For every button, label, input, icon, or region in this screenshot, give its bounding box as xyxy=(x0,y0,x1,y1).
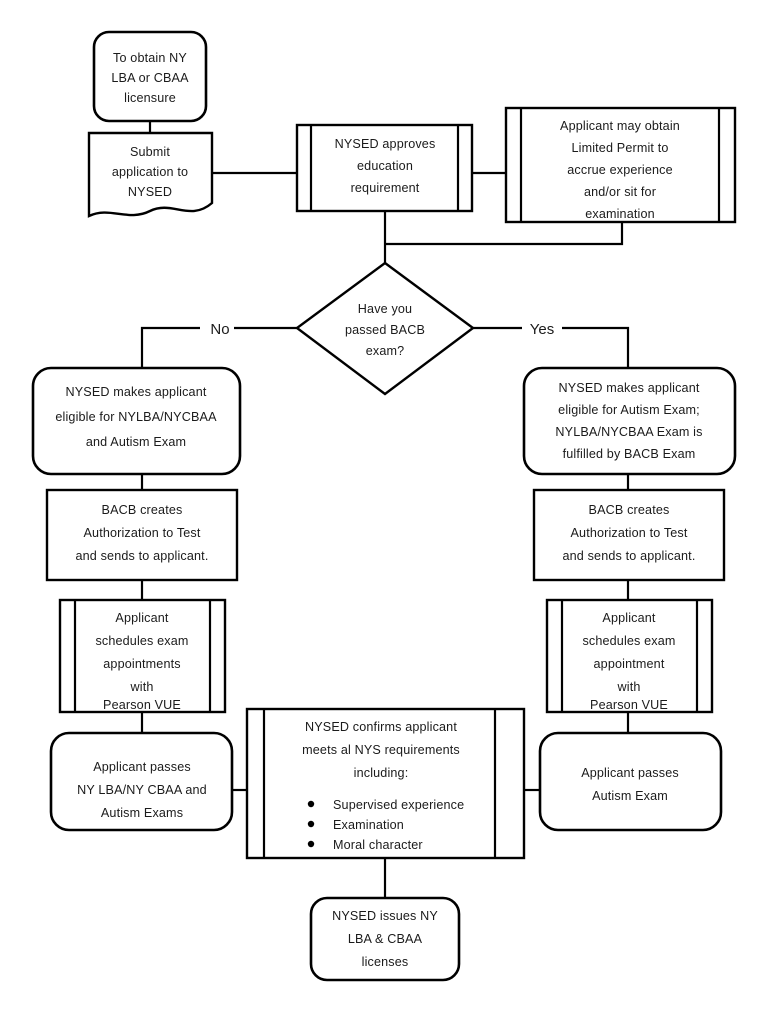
permit-line-3: and/or sit for xyxy=(584,185,656,199)
schedule-left-line-0: Applicant xyxy=(115,611,169,625)
submit-line-0: Submit xyxy=(130,145,170,159)
edge-permit-to-decision xyxy=(385,222,624,246)
node-approves[interactable]: NYSED approves education requirement xyxy=(295,123,474,213)
permit-line-2: accrue experience xyxy=(567,163,672,177)
no-label-bg xyxy=(200,316,234,338)
start-line-2: licensure xyxy=(124,91,176,105)
approves-line-0: NYSED approves xyxy=(335,137,436,151)
edge-label-no: No xyxy=(210,321,229,338)
node-issues[interactable]: NYSED issues NY LBA & CBAA licenses xyxy=(309,896,461,982)
decision-line-2: exam? xyxy=(366,344,405,358)
eligible-left-line-1: eligible for NYLBA/NYCBAA xyxy=(55,410,217,424)
bacb-right-line-1: Authorization to Test xyxy=(570,526,687,540)
node-passes-right[interactable]: Applicant passes Autism Exam xyxy=(538,731,723,832)
passes-left-line-1: NY LBA/NY CBAA and xyxy=(77,783,207,797)
issues-line-2: licenses xyxy=(362,955,409,969)
node-bacb-left[interactable]: BACB creates Authorization to Test and s… xyxy=(45,488,239,582)
eligible-right-line-3: fulfilled by BACB Exam xyxy=(563,447,696,461)
edge-label-yes: Yes xyxy=(530,321,554,338)
passes-left-shape xyxy=(49,731,234,832)
confirms-bullet-dot-2 xyxy=(307,840,315,848)
bacb-left-line-2: and sends to applicant. xyxy=(76,549,209,563)
permit-line-4: examination xyxy=(585,207,655,221)
eligible-left-line-0: NYSED makes applicant xyxy=(65,385,206,399)
decision-shape xyxy=(294,261,476,396)
passes-right-line-0: Applicant passes xyxy=(581,766,679,780)
eligible-right-line-2: NYLBA/NYCBAA Exam is xyxy=(555,425,702,439)
confirms-bullet-1: Examination xyxy=(333,818,404,832)
issues-line-0: NYSED issues NY xyxy=(332,909,438,923)
bacb-left-shape xyxy=(45,488,239,582)
eligible-left-shape xyxy=(31,366,242,476)
node-decision[interactable]: Have you passed BACB exam? xyxy=(294,261,476,396)
permit-shape xyxy=(504,106,737,224)
confirms-bullet-dot-1 xyxy=(307,820,315,828)
eligible-left-line-2: and Autism Exam xyxy=(86,435,186,449)
schedule-left-line-4: Pearson VUE xyxy=(103,698,181,712)
start-shape xyxy=(92,30,208,123)
passes-right-line-1: Autism Exam xyxy=(592,789,668,803)
node-submit[interactable]: Submit application to NYSED xyxy=(87,131,214,218)
issues-shape xyxy=(309,896,461,982)
node-permit[interactable]: Applicant may obtain Limited Permit to a… xyxy=(504,106,737,224)
decision-line-1: passed BACB xyxy=(345,323,425,337)
node-eligible-left[interactable]: NYSED makes applicant eligible for NYLBA… xyxy=(31,366,242,476)
approves-line-1: education xyxy=(357,159,413,173)
node-start[interactable]: To obtain NY LBA or CBAA licensure xyxy=(92,30,208,123)
schedule-left-line-3: with xyxy=(130,680,154,694)
schedule-right-line-4: Pearson VUE xyxy=(590,698,668,712)
submit-line-2: NYSED xyxy=(128,185,172,199)
confirms-line-2: including: xyxy=(354,766,409,780)
confirms-line-1: meets al NYS requirements xyxy=(302,743,460,757)
schedule-left-shape xyxy=(58,598,227,714)
confirms-bullet-2: Moral character xyxy=(333,838,423,852)
confirms-shape xyxy=(245,707,526,860)
submit-line-1: application to xyxy=(112,165,188,179)
node-passes-left[interactable]: Applicant passes NY LBA/NY CBAA and Auti… xyxy=(49,731,234,832)
eligible-right-shape xyxy=(522,366,737,476)
yes-label-bg xyxy=(522,316,562,338)
schedule-left-line-1: schedules exam xyxy=(95,634,188,648)
schedule-right-line-1: schedules exam xyxy=(582,634,675,648)
start-line-0: To obtain NY xyxy=(113,51,187,65)
approves-line-2: requirement xyxy=(351,181,420,195)
issues-line-1: LBA & CBAA xyxy=(348,932,423,946)
bacb-left-line-0: BACB creates xyxy=(102,503,183,517)
confirms-bullet-0: Supervised experience xyxy=(333,798,464,812)
decision-line-0: Have you xyxy=(358,302,412,316)
schedule-left-line-2: appointments xyxy=(103,657,180,671)
edge-decision-no xyxy=(140,326,297,368)
permit-line-1: Limited Permit to xyxy=(571,141,668,155)
approves-shape xyxy=(295,123,474,213)
start-line-1: LBA or CBAA xyxy=(111,71,189,85)
eligible-right-line-1: eligible for Autism Exam; xyxy=(558,403,700,417)
node-bacb-right[interactable]: BACB creates Authorization to Test and s… xyxy=(532,488,726,582)
edge-label-group: No Yes xyxy=(200,316,562,338)
passes-right-shape xyxy=(538,731,723,832)
node-eligible-right[interactable]: NYSED makes applicant eligible for Autis… xyxy=(522,366,737,476)
schedule-right-line-3: with xyxy=(617,680,641,694)
bacb-right-line-2: and sends to applicant. xyxy=(563,549,696,563)
schedule-right-line-0: Applicant xyxy=(602,611,656,625)
passes-left-line-2: Autism Exams xyxy=(101,806,183,820)
bacb-right-line-0: BACB creates xyxy=(589,503,670,517)
bacb-left-line-1: Authorization to Test xyxy=(83,526,200,540)
node-schedule-left[interactable]: Applicant schedules exam appointments wi… xyxy=(58,598,227,714)
submit-shape xyxy=(87,131,214,218)
confirms-bullet-dot-0 xyxy=(307,800,315,808)
confirms-line-0: NYSED confirms applicant xyxy=(305,720,457,734)
schedule-right-shape xyxy=(545,598,714,714)
node-schedule-right[interactable]: Applicant schedules exam appointment wit… xyxy=(545,598,714,714)
bacb-right-shape xyxy=(532,488,726,582)
permit-line-0: Applicant may obtain xyxy=(560,119,680,133)
eligible-right-line-0: NYSED makes applicant xyxy=(558,381,699,395)
passes-left-line-0: Applicant passes xyxy=(93,760,191,774)
schedule-right-line-2: appointment xyxy=(594,657,665,671)
node-confirms[interactable]: NYSED confirms applicant meets al NYS re… xyxy=(245,707,526,860)
